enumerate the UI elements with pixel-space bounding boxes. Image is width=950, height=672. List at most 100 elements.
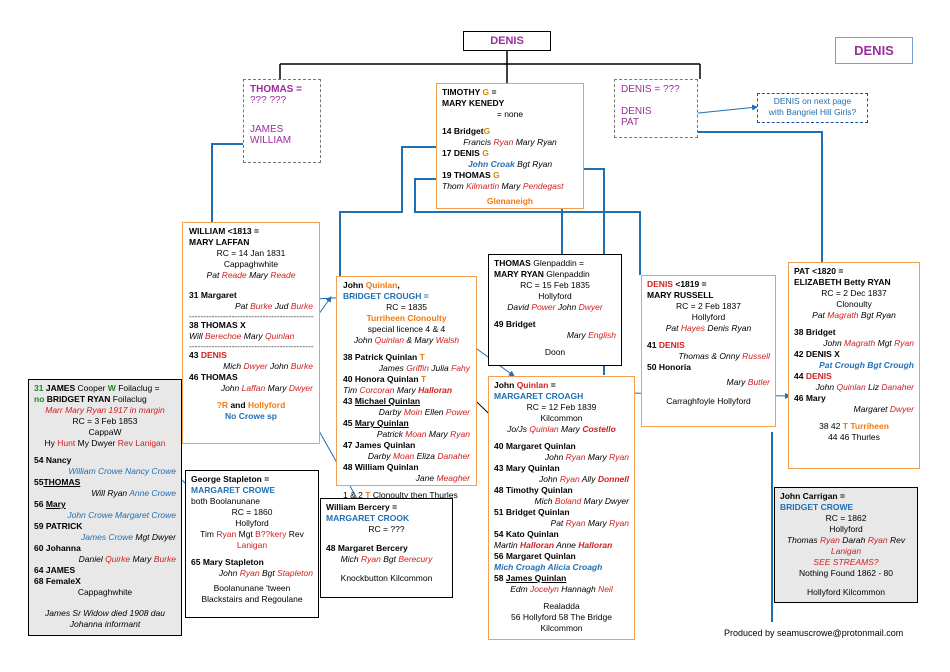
william-sponsors: Pat Reade Mary Reade <box>206 270 296 280</box>
carrigan-head: John Carrigan = <box>780 491 845 501</box>
timothy-place: Glenaneigh <box>486 196 534 206</box>
james-child-60-sponsors: Daniel Quirke Mary Burke <box>78 554 176 564</box>
croagh-child-56-sponsors: Mich Croagh Alicia Croagh <box>494 562 603 572</box>
croagh-child-54: 54 Kato Quinlan <box>494 529 559 539</box>
croagh-place-2: 56 Hollyford 58 The Bridge <box>511 612 612 622</box>
quinlan-croagh-box: John Quinlan = MARGARET CROAGH RC = 12 F… <box>488 376 635 640</box>
quinlan-crough-wife: BRIDGET CROUGH = <box>343 291 429 301</box>
william-child-31-sponsors: Pat Burke Jud Burke <box>234 301 313 311</box>
carrigan-parish: Hollyford <box>829 524 863 534</box>
pat-child-44-sponsors: John Quinlan Liz Danaher <box>815 382 914 392</box>
quinlan-croagh-wife: MARGARET CROAGH <box>494 391 584 401</box>
denis-1819-place: Carraghfoyle Hollyford <box>666 396 751 406</box>
quinlan-child-45: 45 Mary Quinlan <box>343 418 409 428</box>
carrigan-wife: BRIDGET CROWE <box>780 502 854 512</box>
timothy-child-1: 14 BridgetG <box>442 126 491 136</box>
william-parish: Cappaghwhite <box>223 259 279 269</box>
timothy-child-3: 19 THOMAS G <box>442 170 500 180</box>
james-child-56-sponsors: John Crowe Margaret Crowe <box>67 510 176 520</box>
thomas-glenpaddin-head: THOMAS Glenpaddin = <box>494 258 585 268</box>
quinlan-child-38-sponsors: James Griffin Julia Fahy <box>378 363 470 373</box>
bercery-child-48: 48 Margaret Bercery <box>326 543 408 553</box>
james-child-54: 54 Nancy <box>34 455 72 465</box>
credit-line: Produced by seamuscrowe@protonmail.com <box>724 628 904 638</box>
quinlan-crough-box: John Quinlan, BRIDGET CROUGH = RC = 1835… <box>336 276 477 500</box>
william-child-38-sponsors: Will Berechoe Mary Quinlan <box>189 331 295 341</box>
quinlan-child-47: 47 James Quinlan <box>343 440 416 450</box>
thomas-glenpaddin-sponsors: David Power John Dwyer <box>507 302 603 312</box>
quinlan-croagh-rc: RC = 12 Feb 1839 <box>526 402 597 412</box>
pat-child-46: 46 Mary <box>794 393 826 403</box>
denis-1819-sponsors: Pat Hayes Denis Ryan <box>665 323 752 333</box>
carrigan-sponsors: Thomas Ryan Darah Ryan Rev <box>786 535 906 545</box>
james-child-54-sponsors: William Crowe Nancy Crowe <box>68 466 176 476</box>
carrigan-see-streams: SEE STREAMS? <box>813 557 879 567</box>
william-child-38: 38 THOMAS X <box>189 320 246 330</box>
thomas-glenpaddin-wife: MARY RYAN Glenpaddin <box>494 269 590 279</box>
thomas-head: THOMAS = <box>250 84 302 95</box>
pat-1820-wife: ELIZABETH Betty RYAN <box>794 277 891 287</box>
james-cooper-head: 31 JAMES Cooper W Foilaclug = <box>34 383 160 393</box>
denis-1819-child-50: 50 Honoria <box>647 362 691 372</box>
croagh-child-54-sponsors: Martin Halloran Anne Halloran <box>494 540 613 550</box>
pat-footer-1: 38 42 T Turriheen <box>819 421 889 431</box>
croagh-child-56: 56 Margaret Quinlan <box>494 551 576 561</box>
pat-child-38: 38 Bridget <box>794 327 836 337</box>
croagh-place-1: Realadda <box>543 601 580 611</box>
timothy-wife: MARY KENEDY <box>442 98 505 108</box>
timothy-box: TIMOTHY G = MARY KENEDY = none 14 Bridge… <box>436 83 584 209</box>
pat-1820-sponsors: Pat Magrath Bgt Ryan <box>812 310 896 320</box>
thomas-glenpaddin-child-49: 49 Bridget <box>494 319 536 329</box>
quinlan-child-48: 48 William Quinlan <box>343 462 419 472</box>
james-child-56: 56 Mary <box>34 499 66 509</box>
note-line-1: DENIS on next page <box>773 96 852 106</box>
james-cooper-footer-1: James Sr Widow died 1908 dau <box>45 608 165 618</box>
note-next-page: DENIS on next page with Bangriel Hill Gi… <box>757 93 868 123</box>
stapleton-parish: Hollyford <box>235 518 269 528</box>
root-denis-box: DENIS <box>463 31 551 51</box>
quinlan-child-43: 43 Michael Quinlan <box>343 396 421 406</box>
denis-unknown-child-denis: DENIS <box>621 106 652 117</box>
croagh-child-43: 43 Mary Quinlan <box>494 463 560 473</box>
james-child-68: 68 FemaleX <box>34 576 81 586</box>
thomas-child-william: WILLIAM <box>250 135 292 146</box>
timothy-child-2-sponsors: John Croak Bgt Ryan <box>467 159 553 169</box>
croagh-child-51-sponsors: Pat Ryan Mary Ryan <box>550 518 629 528</box>
william-separator: ----------------------------------------… <box>189 341 314 351</box>
carrigan-sponsors-2: Lanigan <box>830 546 862 556</box>
quinlan-child-38: 38 Patrick Quinlan T <box>343 352 425 362</box>
pat-footer-2: 44 46 Thurles <box>828 432 880 442</box>
quinlan-crough-footer: 1 & 2 T Clonoulty then Thurles <box>343 490 458 500</box>
william-child-46-sponsors: John Laffan Mary Dwyer <box>220 383 313 393</box>
william-child-31: 31 Margaret <box>189 290 237 300</box>
carrigan-rc: RC = 1862 <box>825 513 867 523</box>
quinlan-crough-sponsors: John Quinlan & Mary Walsh <box>353 335 460 345</box>
bercery-wife: MARGARET CROOK <box>326 513 410 523</box>
denis-unknown-box: DENIS = ??? DENIS PAT <box>614 79 698 138</box>
james-cooper-marriage-note: Marr Mary Ryan 1917 in margin <box>45 405 165 415</box>
denis-1819-child-50-sponsors: Mary Butler <box>726 377 770 387</box>
william-child-43: 43 DENIS <box>189 350 227 360</box>
quinlan-child-48-sponsors: Jane Meagher <box>415 473 470 483</box>
quinlan-child-43-sponsors: Darby Moin Ellen Power <box>378 407 470 417</box>
timothy-child-3-sponsors: Thom Kilmartin Mary Pendegast <box>442 181 564 191</box>
james-child-60: 60 Johanna <box>34 543 81 553</box>
stapleton-child-65: 65 Mary Stapleton <box>191 557 264 567</box>
croagh-child-43-sponsors: John Ryan Ally Donnell <box>539 474 629 484</box>
pat-child-46-sponsors: Margaret Dwyer <box>853 404 914 414</box>
denis-1819-child-41: 41 DENIS <box>647 340 685 350</box>
james-cooper-place: Cappaghwhite <box>77 587 133 597</box>
pat-1820-head: PAT <1820 = <box>794 266 844 276</box>
james-cooper-footer-2: Johanna informant <box>69 619 141 629</box>
denis-1819-rc: RC = 2 Feb 1837 <box>676 301 741 311</box>
james-child-59-sponsors: James Crowe Mgt Dwyer <box>81 532 176 542</box>
pat-1820-box: PAT <1820 = ELIZABETH Betty RYAN RC = 2 … <box>788 262 920 469</box>
croagh-place-3: Kilcommon <box>540 623 583 633</box>
pat-child-42: 42 DENIS X <box>794 349 840 359</box>
william-head: WILLIAM <1813 = <box>189 226 259 236</box>
timothy-head: TIMOTHY G = <box>442 87 497 97</box>
thomas-glenpaddin-child-49-sponsors: Mary English <box>566 330 616 340</box>
timothy-rc: = none <box>496 109 524 119</box>
denis-1819-head: DENIS <1819 = <box>647 279 707 289</box>
james-cooper-sponsors: Hy Hunt My Dwyer Rev Lanigan <box>44 438 166 448</box>
